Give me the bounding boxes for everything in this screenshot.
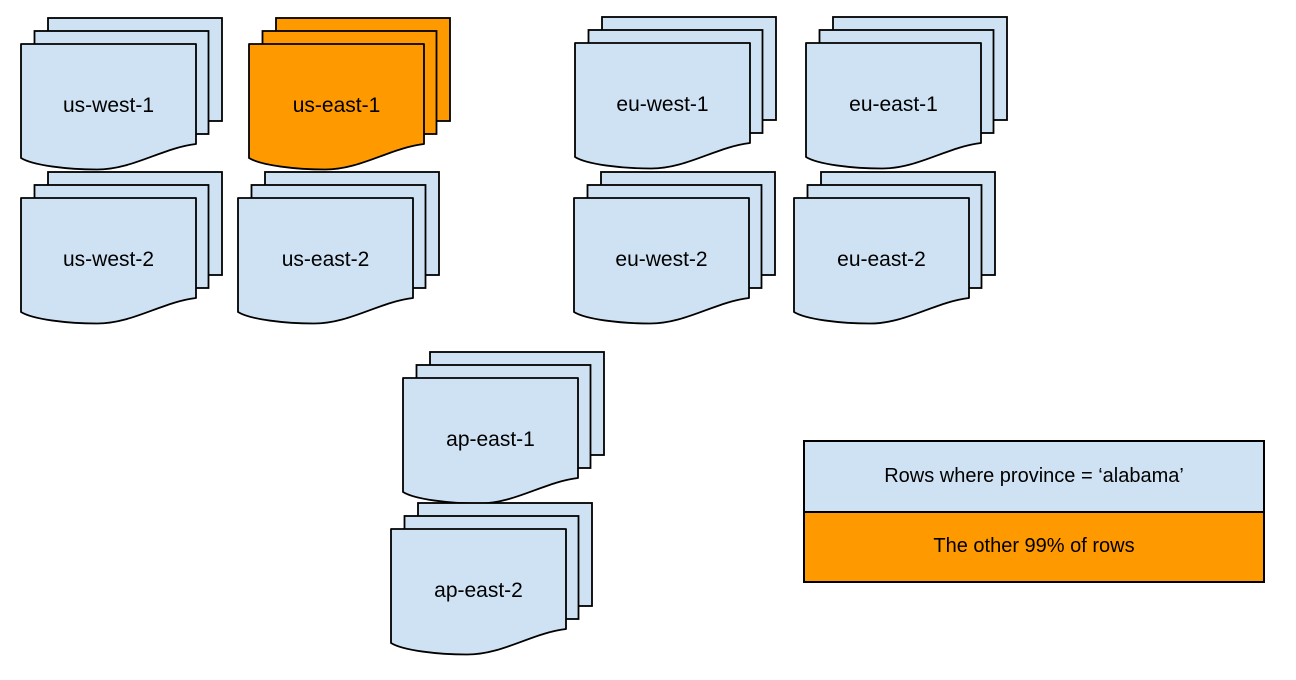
multi-document-shape: [793, 171, 996, 325]
region-label: us-west-1: [62, 94, 155, 117]
front-document-shape: [793, 197, 970, 325]
legend-label-alabama: Rows where province = ‘alabama’: [884, 464, 1184, 487]
legend-row-alabama: Rows where province = ‘alabama’: [805, 442, 1263, 511]
legend-label-other-rows: The other 99% of rows: [933, 535, 1135, 558]
legend-row-other-rows: The other 99% of rows: [805, 510, 1263, 581]
document-stack-us-east-2: us-east-2: [237, 171, 440, 325]
region-label: us-east-1: [292, 94, 381, 117]
document-stack-eu-west-2: eu-west-2: [573, 171, 776, 325]
region-label: ap-east-2: [434, 579, 523, 602]
front-document-shape: [248, 43, 425, 171]
front-document-shape: [573, 197, 750, 325]
front-document-shape: [390, 528, 567, 656]
document-stack-eu-east-1: eu-east-1: [805, 16, 1008, 170]
region-label: eu-west-1: [616, 93, 709, 116]
front-document-shape: [574, 42, 751, 170]
multi-document-shape: [805, 16, 1008, 170]
document-stack-ap-east-1: ap-east-1: [402, 351, 605, 505]
region-label: us-west-2: [62, 248, 155, 271]
multi-document-shape: [20, 17, 223, 171]
multi-document-shape: [574, 16, 777, 170]
document-stack-us-west-1: us-west-1: [20, 17, 223, 171]
multi-document-shape: [20, 171, 223, 325]
region-label: eu-west-2: [615, 248, 708, 271]
document-stack-eu-east-2: eu-east-2: [793, 171, 996, 325]
document-stack-eu-west-1: eu-west-1: [574, 16, 777, 170]
multi-document-shape: [248, 17, 451, 171]
region-label: ap-east-1: [446, 428, 535, 451]
document-stack-ap-east-2: ap-east-2: [390, 502, 593, 656]
front-document-shape: [805, 42, 982, 170]
front-document-shape: [20, 43, 197, 171]
multi-document-shape: [390, 502, 593, 656]
multi-document-shape: [237, 171, 440, 325]
region-label: eu-east-2: [837, 248, 926, 271]
region-label: eu-east-1: [849, 93, 938, 116]
legend: Rows where province = ‘alabama’ The othe…: [803, 440, 1265, 583]
front-document-shape: [20, 197, 197, 325]
region-label: us-east-2: [281, 248, 370, 271]
front-document-shape: [237, 197, 414, 325]
document-stack-us-west-2: us-west-2: [20, 171, 223, 325]
multi-document-shape: [402, 351, 605, 505]
multi-document-shape: [573, 171, 776, 325]
document-stack-us-east-1: us-east-1: [248, 17, 451, 171]
